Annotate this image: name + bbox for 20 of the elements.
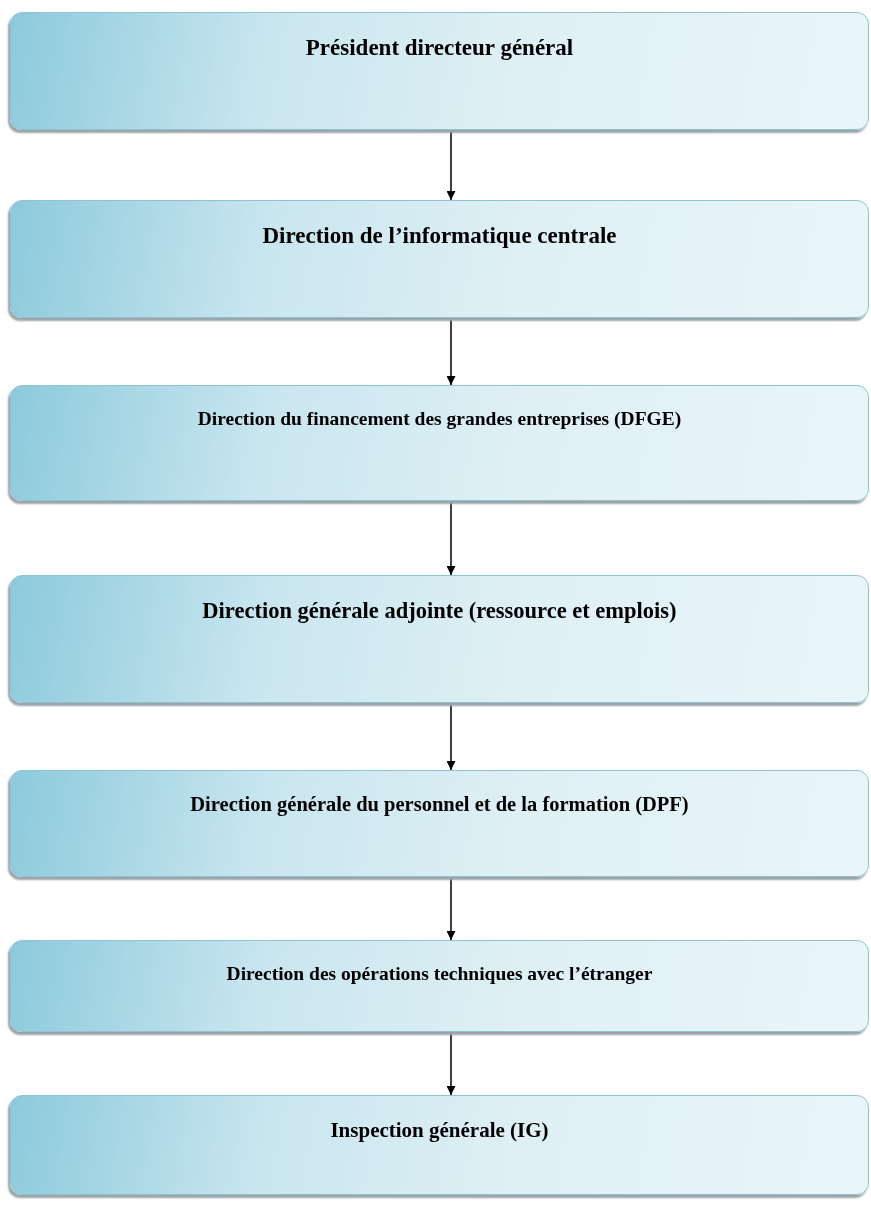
arrow [446, 876, 456, 941]
org-box [10, 1095, 869, 1195]
box-label: Direction générale du personnel et de la formation (DPF) [189, 793, 690, 816]
box-label: Direction générale adjointe (ressource et emplois) [201, 598, 678, 624]
box-label: Direction du financement des grandes entreprises (DFGE) [196, 408, 683, 430]
box-label: Direction de l’informatique centrale [261, 223, 618, 249]
box-label: Direction des opérations techniques avec l’étranger [225, 963, 654, 985]
arrow [446, 129, 456, 201]
arrow [446, 500, 456, 576]
box-label: Président directeur général [304, 35, 575, 61]
org-box [10, 385, 869, 501]
arrow [446, 1031, 456, 1096]
box-label: Inspection générale (IG) [329, 1118, 550, 1143]
org-box [10, 12, 869, 130]
arrow [446, 317, 456, 386]
arrow [446, 702, 456, 771]
org-box [10, 940, 869, 1032]
org-box [10, 770, 869, 877]
org-box [10, 200, 869, 318]
org-box [10, 575, 869, 703]
